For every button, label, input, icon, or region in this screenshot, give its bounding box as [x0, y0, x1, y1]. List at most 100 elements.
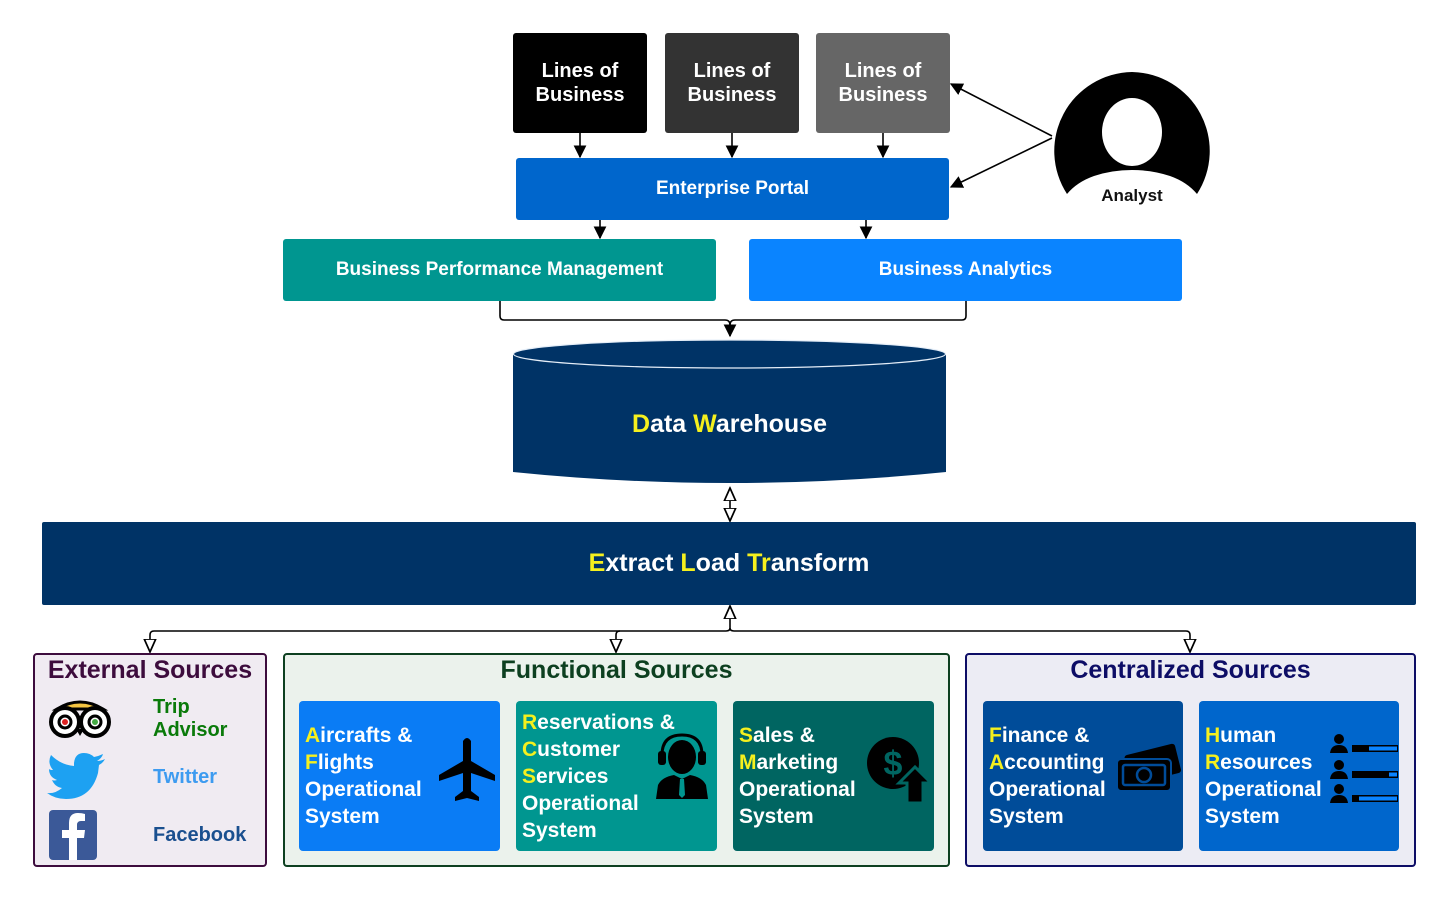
elt-text-1: xtract	[605, 549, 681, 577]
employee-row-2	[1330, 760, 1398, 779]
tile-text: System	[305, 805, 380, 828]
dollar-up-icon: $	[867, 737, 933, 805]
external-source-tripadvisor[interactable]: Trip Advisor	[47, 693, 227, 745]
business-analytics-label: Business Analytics	[878, 259, 1053, 280]
lob-1-line1: Lines of	[541, 60, 619, 82]
facebook-icon	[49, 810, 97, 860]
extract-load-transform-bar[interactable]: Extract Load Transform	[42, 522, 1416, 605]
tile-initial: C	[522, 737, 538, 761]
tile-text: inance &	[1001, 724, 1090, 747]
tile-text: System	[739, 805, 814, 828]
tile-initial: A	[989, 751, 1005, 774]
employee-row-1	[1330, 734, 1398, 753]
elt-initial-tr: Tr	[747, 549, 771, 577]
analyst-avatar[interactable]: Analyst	[1052, 70, 1212, 215]
tile-initial: S	[739, 724, 754, 747]
centralized-sources-title: Centralized Sources	[1070, 656, 1311, 684]
tile-text: ccounting	[1004, 751, 1105, 774]
tile-text: Operational	[305, 778, 422, 801]
airplane-icon	[439, 738, 495, 801]
elt-text-2: oad	[695, 549, 748, 577]
external-sources-title: External Sources	[47, 656, 253, 684]
external-sources-group: External Sources Trip Advisor Twitter Fa…	[33, 653, 267, 867]
elt-label: Extract Load Transform	[589, 549, 870, 578]
connector-bpm-warehouse	[499, 301, 737, 338]
bpm-label: Business Performance Management	[335, 259, 664, 280]
facebook-label: Facebook	[153, 823, 247, 846]
twitter-label: Twitter	[153, 765, 218, 788]
tile-text: Operational	[1205, 778, 1322, 801]
tile-initial: R	[1205, 751, 1221, 774]
tile-text: ales &	[753, 724, 815, 747]
data-warehouse-cylinder[interactable]: Data Warehouse	[512, 338, 947, 488]
functional-sources-group: Functional Sources Aircrafts & Flights O…	[283, 653, 950, 867]
twitter-bird-icon	[47, 753, 105, 799]
dw-text-2: arehouse	[715, 410, 827, 438]
tile-text: Operational	[522, 791, 639, 815]
connector-ba-warehouse	[729, 301, 967, 326]
dw-text-1: ata	[650, 410, 694, 438]
employee-row-3	[1330, 784, 1398, 803]
tripadvisor-owl-icon	[49, 700, 111, 738]
lob-3-line1: Lines of	[844, 60, 922, 82]
reservations-customer-services-label: Reservations & Customer Services Operati…	[522, 701, 675, 851]
svg-text:$: $	[884, 745, 903, 783]
tile-text: esources	[1220, 751, 1313, 774]
tile-text: eservations &	[537, 710, 675, 734]
lob-3-line2: Business	[838, 84, 928, 106]
tile-initial: H	[1205, 724, 1221, 747]
employees-ratings-icon	[1330, 734, 1398, 803]
tripadvisor-label: Trip Advisor	[153, 696, 228, 741]
tile-text: arketing	[756, 751, 839, 774]
dw-initial-w: W	[693, 410, 716, 438]
lob-1-line2: Business	[535, 84, 625, 106]
arrow-analyst-lob	[949, 83, 1053, 137]
centralized-sources-group: Centralized Sources Finance & Accounting…	[965, 653, 1416, 867]
elt-text-3: ansform	[770, 549, 870, 577]
aircrafts-flights-label: Aircrafts & Flights Operational System	[305, 701, 422, 851]
tile-initial: F	[989, 724, 1002, 747]
finance-accounting-tile[interactable]: Finance & Accounting Operational System	[983, 701, 1183, 851]
tile-initial: R	[522, 710, 538, 734]
user-silhouette-icon	[1054, 72, 1210, 194]
tile-text: ircrafts &	[320, 724, 413, 747]
sales-marketing-tile[interactable]: Sales & Marketing Operational System $	[733, 701, 934, 851]
human-resources-tile[interactable]: Human Resources Operational System	[1199, 701, 1399, 851]
connector-elt-centralized	[729, 627, 1190, 652]
tile-initial: A	[305, 724, 321, 747]
data-warehouse-label: Data Warehouse	[513, 410, 946, 439]
tile-initial: M	[739, 751, 757, 774]
enterprise-portal-label: Enterprise Portal	[655, 178, 810, 199]
human-resources-label: Human Resources Operational System	[1205, 701, 1322, 851]
business-performance-management-box[interactable]: Business Performance Management	[283, 239, 716, 301]
lob-2-line2: Business	[687, 84, 777, 106]
tile-text: System	[989, 805, 1064, 828]
enterprise-portal-box[interactable]: Enterprise Portal	[516, 158, 949, 220]
connector-elt-external	[150, 627, 731, 652]
business-analytics-box[interactable]: Business Analytics	[749, 239, 1182, 301]
tile-text: System	[522, 818, 597, 842]
tile-initial: S	[522, 764, 537, 788]
reservations-customer-services-tile[interactable]: Reservations & Customer Services Operati…	[516, 701, 717, 851]
dw-initial-d: D	[632, 410, 651, 438]
tile-text: lights	[317, 751, 374, 774]
tile-text: System	[1205, 805, 1280, 828]
aircrafts-flights-tile[interactable]: Aircrafts & Flights Operational System	[299, 701, 500, 851]
sales-marketing-label: Sales & Marketing Operational System	[739, 701, 856, 851]
database-cylinder-icon	[512, 339, 947, 483]
external-source-twitter[interactable]: Twitter	[47, 751, 217, 803]
tile-text: Operational	[739, 778, 856, 801]
tile-text: Operational	[989, 778, 1106, 801]
functional-sources-title: Functional Sources	[500, 656, 733, 684]
tile-text: uman	[1220, 724, 1277, 747]
external-source-facebook[interactable]: Facebook	[47, 809, 246, 861]
tile-text: ustomer	[537, 737, 621, 761]
tile-text: ervices	[536, 764, 609, 788]
arrow-analyst-portal	[949, 137, 1053, 188]
elt-initial-l: L	[680, 549, 696, 577]
cash-icon	[1116, 743, 1181, 792]
tile-initial: F	[305, 751, 318, 774]
